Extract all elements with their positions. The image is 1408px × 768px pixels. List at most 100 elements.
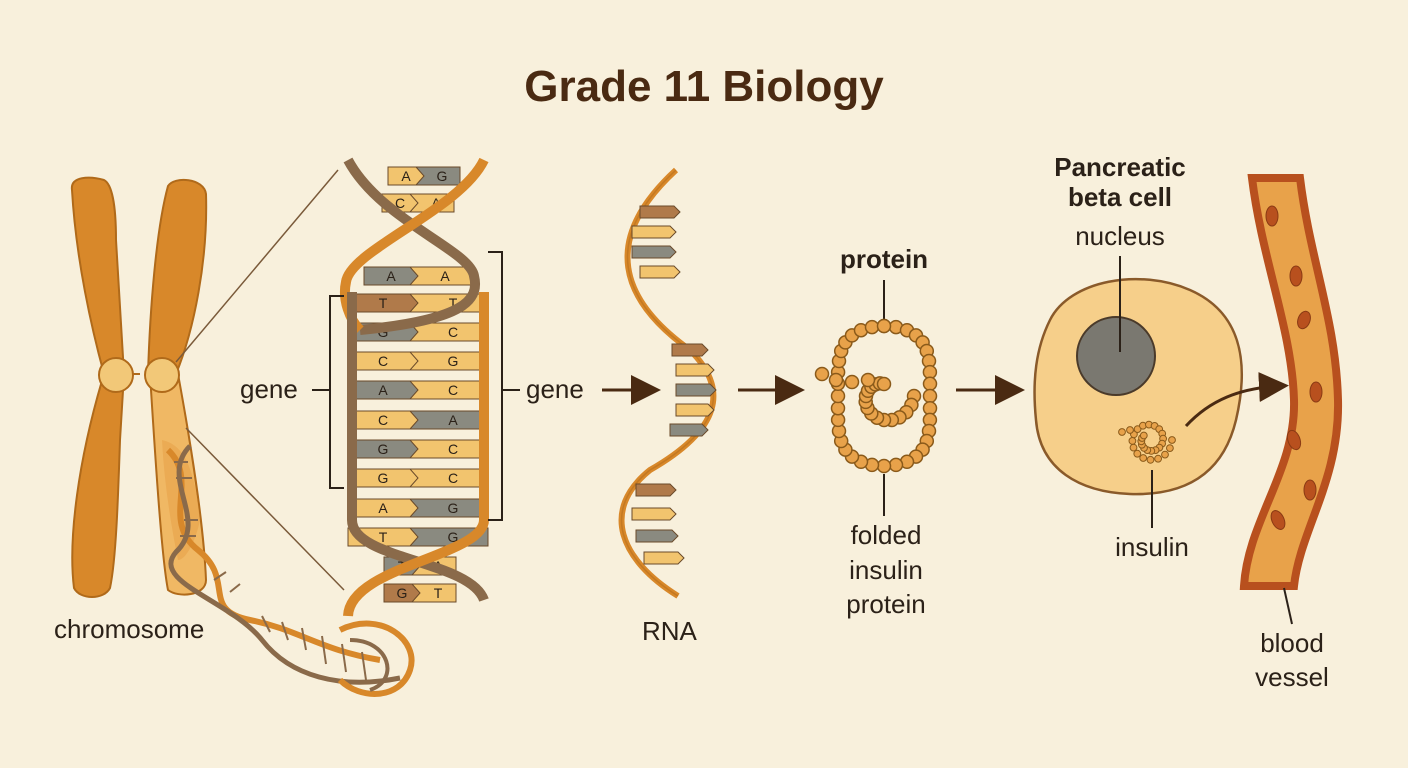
base-label-left: G [397, 585, 408, 601]
rna-base [631, 225, 677, 239]
amino-acid-bead [922, 376, 938, 392]
base-label-right: A [440, 268, 450, 284]
insulin-bead [1166, 444, 1174, 453]
page-title: Grade 11 Biology [524, 62, 884, 111]
base-label-right: C [448, 324, 458, 340]
base-label-left: A [401, 168, 411, 184]
insulin-bead [1126, 426, 1134, 434]
nucleus-label: nucleus [1075, 221, 1165, 251]
rna-base [675, 363, 715, 377]
insulin-bead [1118, 428, 1126, 436]
rna-base [639, 205, 681, 219]
base-label-right: T [434, 585, 443, 601]
base-label-left: C [395, 195, 405, 211]
amino-acid-bead [830, 388, 846, 404]
insulin-bead [1129, 443, 1138, 452]
cell-label-line2: beta cell [1068, 182, 1172, 212]
insulin-bead [1161, 450, 1169, 459]
secretion-arrow-icon [1184, 372, 1289, 428]
rna-base [669, 423, 709, 437]
insulin-bead [1139, 431, 1148, 440]
base-label-left: A [378, 382, 388, 398]
gene-label-right: gene [526, 374, 584, 404]
base-label-right: G [448, 353, 459, 369]
base-label-right: C [448, 470, 458, 486]
base-label-left: G [378, 470, 389, 486]
nucleus-icon [1076, 316, 1156, 396]
base-label-right: G [448, 500, 459, 516]
zoom-line-bottom [185, 427, 345, 591]
base-label-left: T [379, 529, 388, 545]
cell-icon [1033, 277, 1243, 496]
insulin-bead [1133, 449, 1142, 458]
base-label-left: C [378, 353, 388, 369]
rna-base [671, 343, 709, 357]
rna-base [639, 265, 681, 279]
rna-base [643, 551, 685, 565]
insulin-bead [1154, 454, 1162, 463]
rna-base [631, 507, 677, 521]
folded-label-line2: insulin [849, 555, 923, 585]
dna-helix-icon [340, 157, 489, 617]
zoom-line-top [175, 169, 339, 363]
unwinding-dna-icon [165, 444, 415, 697]
base-label-right: C [448, 382, 458, 398]
rna-base [635, 483, 677, 497]
gene-bracket-left [329, 295, 344, 489]
blood-vessel-label-line1: blood [1260, 628, 1324, 658]
base-label-right: C [448, 441, 458, 457]
cell-label-line1: Pancreatic [1054, 152, 1186, 182]
base-label-right: A [448, 412, 458, 428]
blood-vessel-label-line2: vessel [1255, 662, 1329, 692]
amino-acid-bead [830, 400, 846, 416]
base-label-right: G [437, 168, 448, 184]
gene-label-left: gene [240, 374, 298, 404]
amino-acid-bead [864, 319, 880, 335]
rna-base [675, 383, 717, 397]
base-label-right: G [448, 529, 459, 545]
insulin-bead [1146, 455, 1155, 464]
insulin-bead [1168, 436, 1176, 444]
insulin-bead [1139, 454, 1148, 462]
amino-acid-bead [814, 366, 830, 382]
blood-vessel-icon [1239, 174, 1343, 590]
amino-acid-bead [876, 376, 892, 392]
base-label-left: A [386, 268, 396, 284]
folded-label-line3: protein [846, 589, 926, 619]
protein-chain-icon [814, 318, 938, 474]
base-label-left: G [378, 441, 389, 457]
amino-acid-bead [922, 388, 938, 404]
protein-label: protein [840, 244, 928, 274]
amino-acid-bead [876, 458, 892, 474]
base-label-left: C [378, 412, 388, 428]
base-label-left: A [378, 500, 388, 516]
insulin-granule-icon [1118, 420, 1176, 464]
insulin-bead [1128, 437, 1137, 445]
rna-base [635, 529, 679, 543]
chromosome-label: chromosome [54, 614, 204, 644]
amino-acid-bead [828, 372, 844, 388]
folded-label-line1: folded [851, 520, 922, 550]
amino-acid-bead [844, 374, 860, 390]
base-label-right: T [449, 295, 458, 311]
rna-label: RNA [642, 616, 698, 646]
amino-acid-bead [888, 457, 904, 473]
gene-bracket-right [488, 251, 503, 521]
insulin-label: insulin [1115, 532, 1189, 562]
rna-base [675, 403, 715, 417]
base-label-left: T [379, 295, 388, 311]
amino-acid-bead [876, 318, 892, 334]
amino-acid-bead [860, 372, 876, 388]
rna-strand-icon [618, 167, 717, 599]
